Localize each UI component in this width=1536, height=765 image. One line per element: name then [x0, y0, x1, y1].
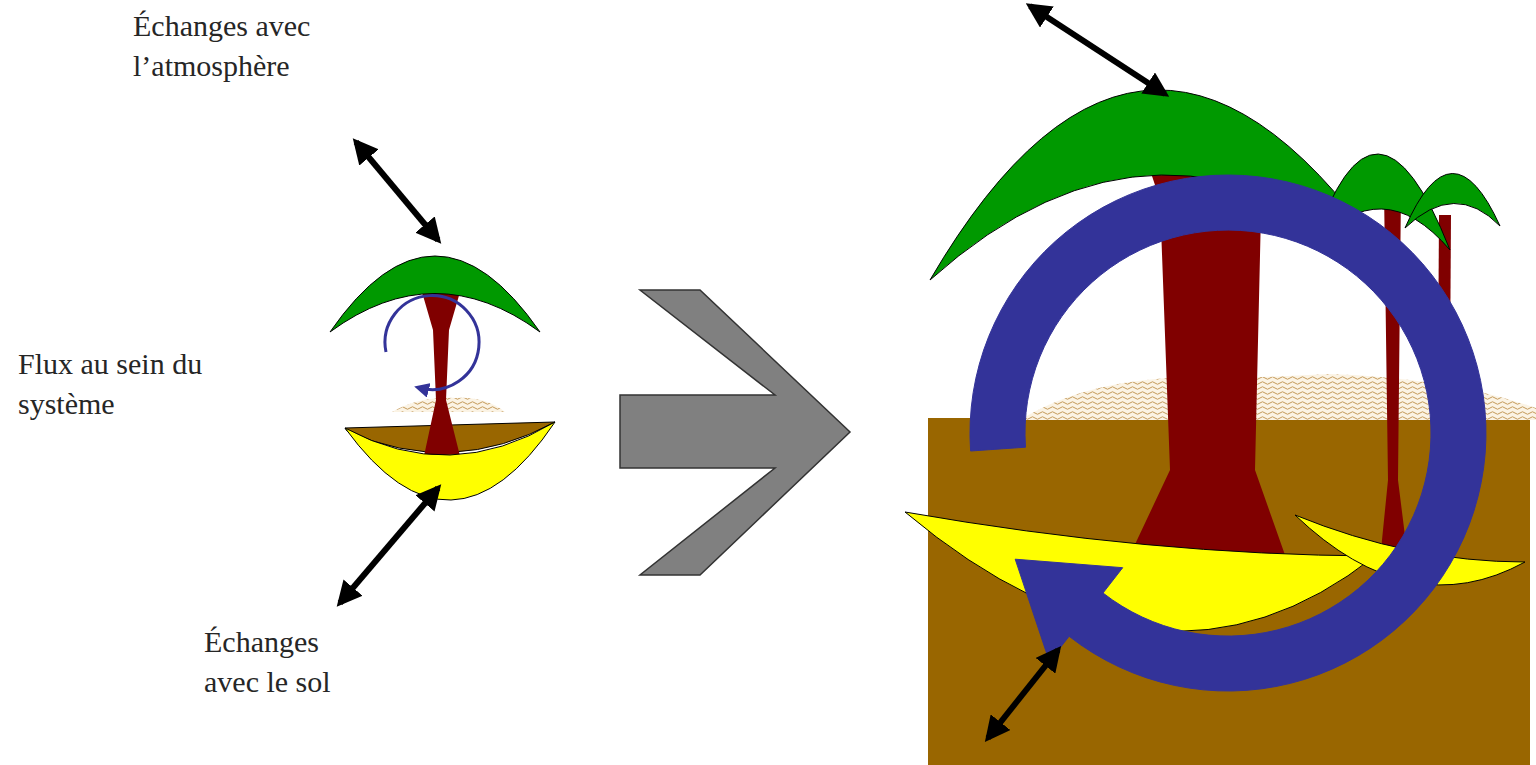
root-zone	[345, 422, 555, 500]
exchange-arrow	[356, 142, 438, 240]
exchange-arrow	[340, 488, 438, 603]
label-holder: Échanges avec l’atmosphère	[133, 6, 383, 86]
canopy	[1405, 173, 1500, 228]
label-holder: Flux au sein du système	[18, 344, 208, 424]
internal-flux-arrow	[385, 296, 479, 390]
transition-chevron	[620, 290, 850, 575]
canopy	[330, 256, 540, 332]
internal-flux-arrow	[970, 175, 1486, 691]
annotation-label: Flux au sein du système	[18, 344, 208, 424]
sand-mound	[392, 398, 505, 412]
annotation-label: Échanges avec l’atmosphère	[133, 6, 383, 86]
exchange-arrow	[1030, 6, 1165, 94]
annotation-label: Échanges avec le sol	[204, 622, 374, 702]
root-zone	[905, 512, 1375, 631]
exchange-arrow	[988, 650, 1058, 738]
label-holder: Échanges avec le sol	[204, 622, 374, 702]
